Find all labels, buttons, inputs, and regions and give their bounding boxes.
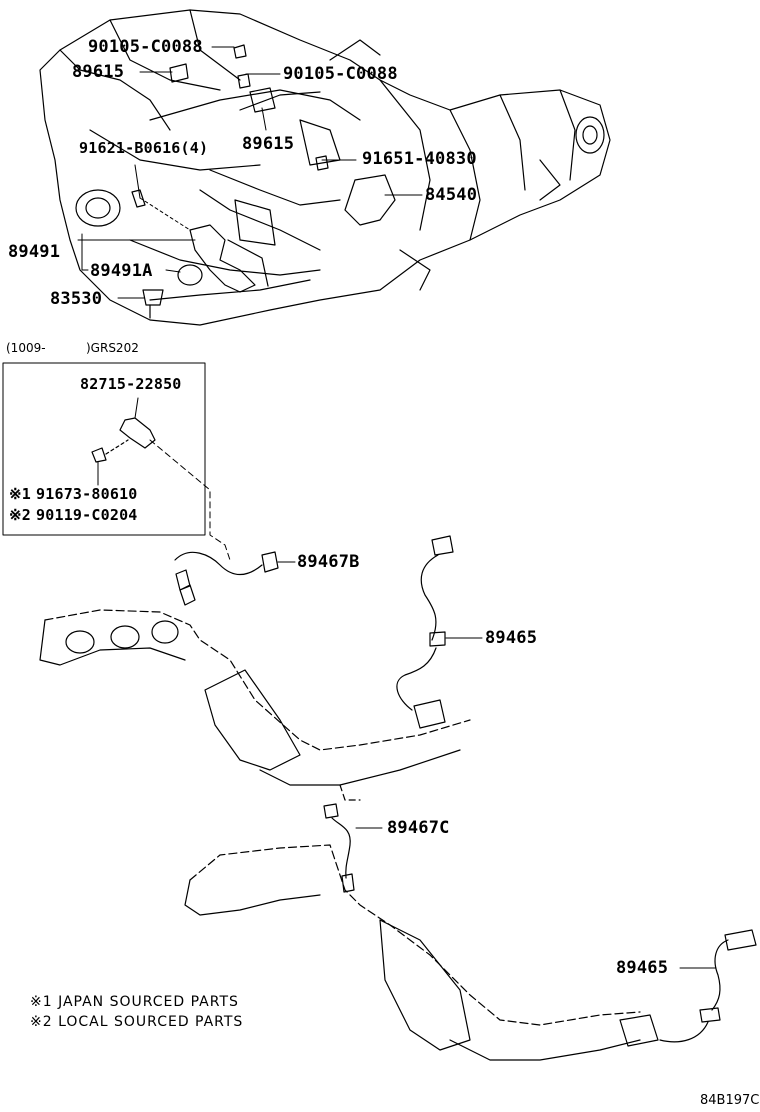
oxygen-sensor-89467C: [323, 803, 383, 893]
part-number-84540: 84540: [425, 185, 478, 205]
marker-2: ※2: [9, 506, 31, 524]
part-number-82715: 82715-22850: [80, 375, 182, 393]
part-number-89615-center: 89615: [242, 134, 295, 154]
part-number-91673: 91673-80610: [36, 485, 138, 503]
marker-1: ※1: [9, 485, 31, 503]
part-number-89467b: 89467B: [297, 552, 360, 572]
part-number-89491a: 89491A: [90, 261, 153, 281]
part-number-89465-upper: 89465: [485, 628, 538, 648]
part-number-91651: 91651-40830: [362, 149, 477, 169]
exhaust-manifold-front: [39, 609, 471, 801]
part-number-89467c: 89467C: [387, 818, 450, 838]
part-number-91621: 91621-B0616(4): [79, 139, 209, 157]
inset-caption-right: )GRS202: [86, 341, 139, 355]
part-number-90105-c0088-right: 90105-C0088: [283, 64, 398, 84]
inset-box: [2, 362, 206, 536]
note-japan-sourced: ※1 JAPAN SOURCED PARTS: [30, 994, 239, 1010]
drawing-code: 84B197C: [700, 1093, 760, 1108]
part-number-89491: 89491: [8, 242, 61, 262]
leader-lines-top: [77, 46, 423, 299]
oxygen-sensor-bracket: [91, 397, 156, 486]
oxygen-sensor-89465-upper: [396, 535, 483, 729]
part-number-83530: 83530: [50, 289, 103, 309]
note-local-sourced: ※2 LOCAL SOURCED PARTS: [30, 1014, 244, 1030]
part-number-89465-lower: 89465: [616, 958, 669, 978]
inset-caption-left: (1009-: [6, 341, 46, 355]
part-number-90105-c0088-top: 90105-C0088: [88, 37, 203, 57]
part-number-89615-left: 89615: [72, 62, 125, 82]
oxygen-sensor-89467B: [174, 551, 296, 606]
exhaust-manifold-rear: [184, 844, 641, 1061]
part-number-90119: 90119-C0204: [36, 506, 138, 524]
oxygen-sensor-89465-lower: [619, 929, 757, 1047]
